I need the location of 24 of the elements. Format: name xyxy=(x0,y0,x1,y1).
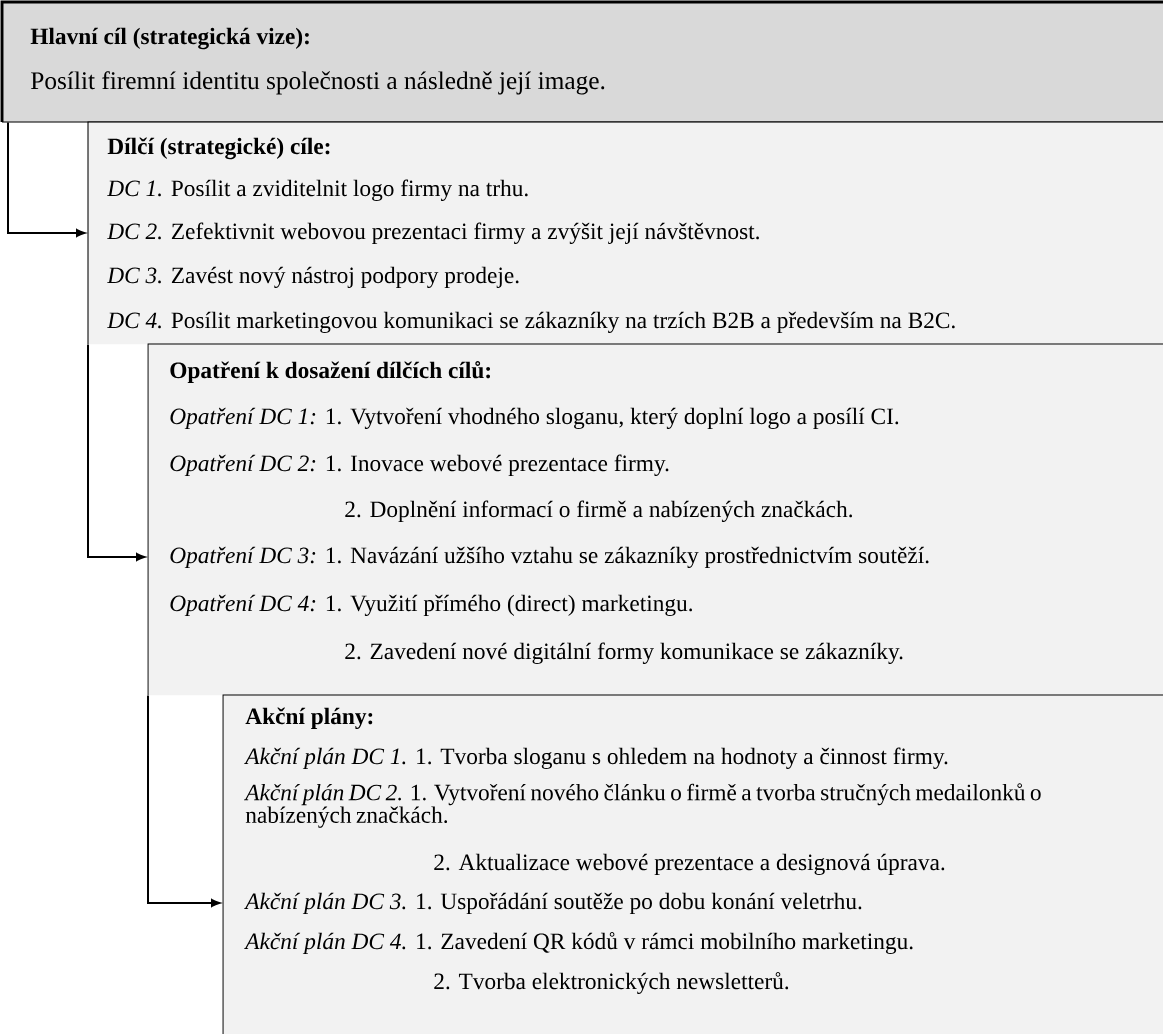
text-line: DC 1. Posílit a zviditelnit logo firmy na trhu. xyxy=(107,179,528,202)
arrow xyxy=(7,121,85,237)
text-line: DC 4. Posílit marketingovou komunikaci se zákazníky na trzích B2B a především na B2C. xyxy=(107,311,955,334)
text-line: 2. Tvorba elektronických newsletterů. xyxy=(434,972,789,995)
arrow xyxy=(87,343,145,561)
section-heading: Hlavní cíl (strategická vize): xyxy=(30,27,309,50)
section-heading: Opatření k dosažení dílčích cílů: xyxy=(170,361,490,383)
text-line: DC 2. Zefektivnit webovou prezentaci firmy a zvýšit její návštěvnost. xyxy=(107,222,759,245)
text-line: Akční plán DC 3. 1. Uspořádání soutěže po dobu konání veletrhu. xyxy=(244,892,862,914)
text-line: Opatření DC 2: 1. Inovace webové prezentace firmy. xyxy=(170,454,669,477)
goal-text: Posílit firemní identitu společnosti a následně její image. xyxy=(31,71,605,95)
text-line: 2. Aktualizace webové prezentace a designová úprava. xyxy=(434,853,945,876)
text-line: 2. Doplnění informací o firmě a nabízených značkách. xyxy=(345,500,852,523)
text-line: Opatření DC 3: 1. Navázání užšího vztahu se zákazníky prostřednictvím soutěží. xyxy=(170,546,929,569)
section-heading: Akční plány: xyxy=(245,707,373,730)
arrow xyxy=(147,694,220,907)
section-heading: Dílčí (strategické) cíle: xyxy=(107,137,330,160)
text-line: Akční plán DC 1. 1. Tvorba sloganu s ohledem na hodnoty a činnost firmy. xyxy=(244,747,948,770)
text-line: Opatření DC 4: 1. Využití přímého (direct) marketingu. xyxy=(170,594,692,617)
text-line: 2. Zavedení nové digitální formy komunikace se zákazníky. xyxy=(345,642,903,665)
text-line: DC 3. Zavést nový nástroj podpory prodeje. xyxy=(107,266,519,289)
text-line: Akční plán DC 2. 1. Vytvoření nového článku o firmě a tvorba stručných medailonků o nabízených značkách. xyxy=(244,783,1041,828)
text-line: Akční plán DC 4. 1. Zavedení QR kódů v rámci mobilního marketingu. xyxy=(244,932,913,955)
text-line: Opatření DC 1: 1. Vytvoření vhodného sloganu, který doplní logo a posílí CI. xyxy=(170,407,899,430)
